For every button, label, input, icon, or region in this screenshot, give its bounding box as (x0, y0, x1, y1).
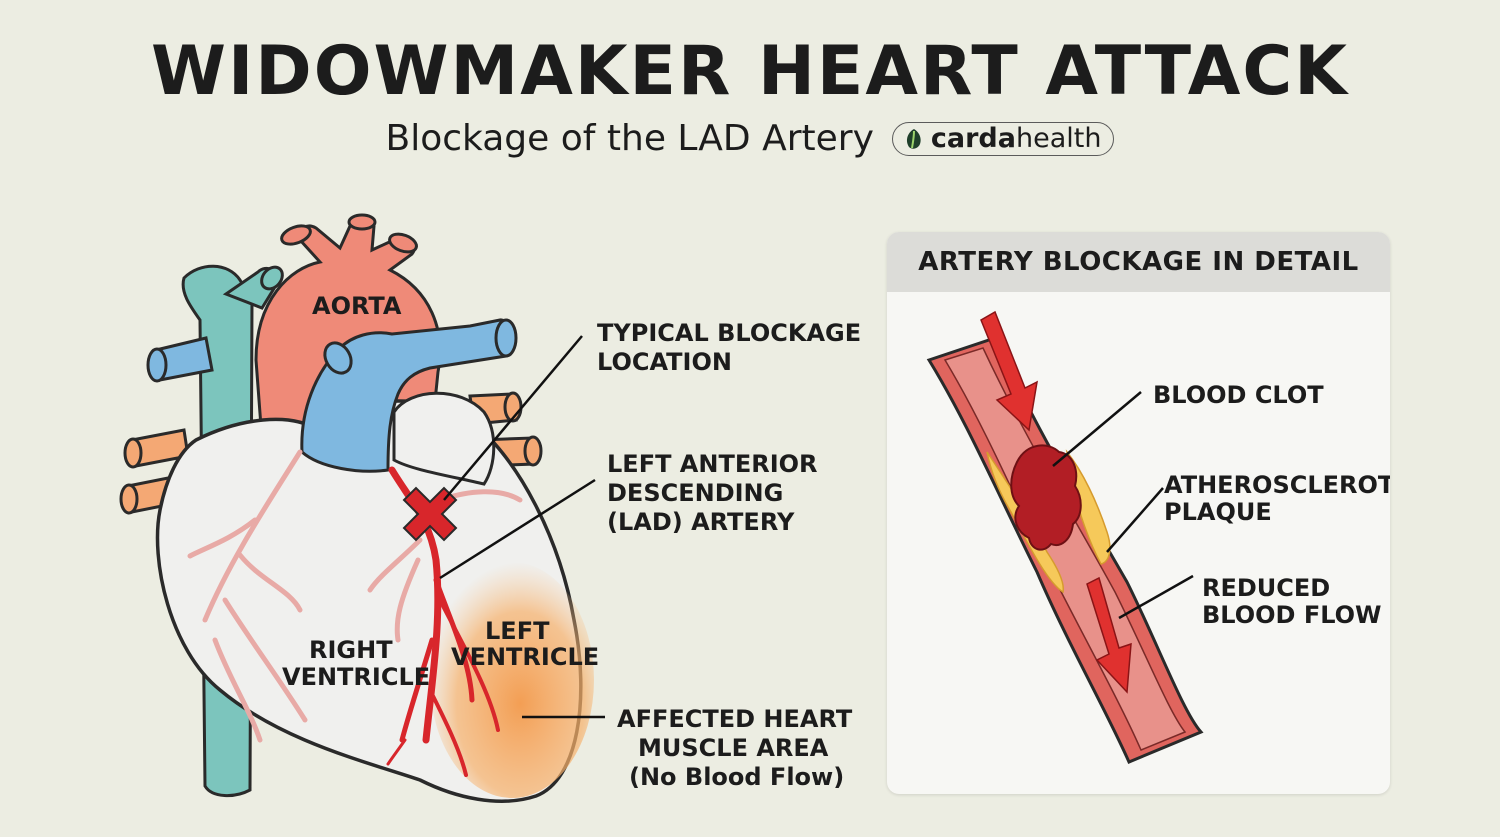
reduced-flow-label-line1: REDUCED (1202, 574, 1331, 602)
page-subtitle: Blockage of the LAD Artery (385, 118, 874, 159)
coronary-branches (187, 449, 523, 743)
left-ventricle-label-line2: VENTRICLE (451, 643, 600, 671)
reduced-flow-label-line2: BLOOD FLOW (1202, 601, 1382, 629)
detail-panel-title: ARTERY BLOCKAGE IN DETAIL (887, 232, 1390, 292)
pulmonary-artery (300, 318, 518, 473)
plaque-label-line2: PLAQUE (1164, 498, 1272, 526)
page-title: WIDOWMAKER HEART ATTACK (150, 32, 1349, 111)
callout-lines (439, 335, 605, 719)
blockage-callout-line2: LOCATION (597, 348, 732, 376)
reduced-flow-arrow (1086, 576, 1132, 694)
affected-area (430, 562, 594, 798)
blood-flow-arrow-in (980, 310, 1038, 432)
leaf-icon (906, 128, 921, 149)
right-ventricle-label-line2: VENTRICLE (282, 663, 431, 691)
detail-callout-lines (1052, 391, 1194, 620)
blockage-callout-line1: TYPICAL BLOCKAGE (597, 319, 862, 347)
left-ventricle-label-line1: LEFT (485, 617, 550, 645)
blood-clot (1010, 444, 1082, 551)
blood-clot-label: BLOOD CLOT (1153, 381, 1324, 409)
left-atrium (392, 391, 496, 486)
logo-text-bold: carda (930, 123, 1016, 154)
right-ventricle-label-line1: RIGHT (309, 636, 393, 664)
affected-callout-line1: AFFECTED HEART (617, 705, 853, 733)
lad-callout-line1: LEFT ANTERIOR (607, 450, 818, 478)
plaque-label-line1: ATHEROSCLEROTIC (1164, 471, 1390, 499)
affected-callout-line3: (No Blood Flow) (629, 763, 845, 791)
logo-text-regular: health (1015, 123, 1102, 154)
blockage-x-mark (402, 486, 458, 542)
artery-detail-panel: ARTERY BLOCKAGE IN DETAIL BLOOD CLOT ATH… (887, 232, 1390, 794)
lad-callout-line3: (LAD) ARTERY (607, 508, 795, 536)
plaque-right (1065, 449, 1111, 565)
pulmonary-vein-left (146, 336, 214, 383)
artery-cross-section (926, 310, 1204, 764)
lad-callout-line2: DESCENDING (607, 479, 784, 507)
affected-callout-line2: MUSCLE AREA (638, 734, 829, 762)
aorta-label: AORTA (312, 292, 402, 320)
